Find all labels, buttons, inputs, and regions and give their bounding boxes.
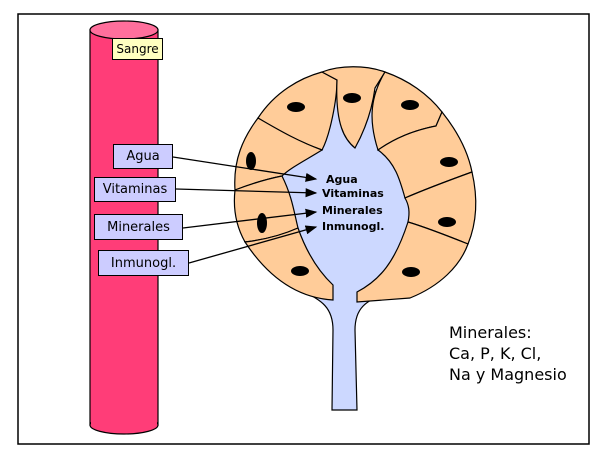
lumen-agua-text: Agua <box>326 174 358 185</box>
sangre-label: Sangre <box>112 38 163 60</box>
lumen-minerales-text: Minerales <box>322 205 383 216</box>
label-inmunogl: Inmunogl. <box>98 250 189 276</box>
vessel-top-opening <box>90 21 158 39</box>
minerals-note-line2: Ca, P, K, Cl, <box>449 343 567 364</box>
lumen-vitaminas-text: Vitaminas <box>322 188 384 199</box>
lumen-inmunogl-text: Inmunogl. <box>322 221 384 232</box>
minerals-note: Minerales: Ca, P, K, Cl, Na y Magnesio <box>449 322 567 385</box>
minerals-note-line1: Minerales: <box>449 322 567 343</box>
label-agua: Agua <box>113 144 173 169</box>
label-minerales: Minerales <box>94 214 183 240</box>
minerals-note-line3: Na y Magnesio <box>449 364 567 385</box>
label-vitaminas: Vitaminas <box>94 177 176 202</box>
